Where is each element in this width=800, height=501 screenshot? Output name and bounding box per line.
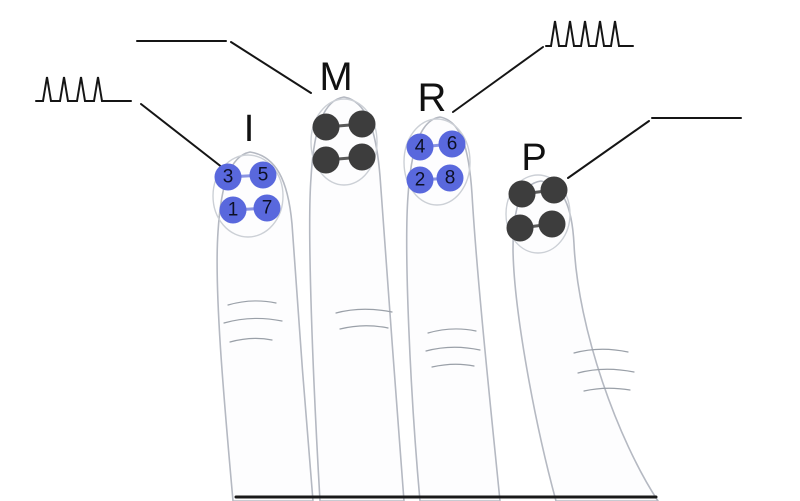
finger-pinky-pad-outline [505,174,571,254]
electrode-dark [506,214,534,242]
electrode-4-number: 4 [415,137,426,158]
trace-index [35,76,224,169]
electrode-array-middle [312,110,376,174]
finger-pinky [505,174,659,501]
finger-ring-crease [431,363,475,368]
finger-index-crease [229,337,273,343]
trace-line-pinky [567,120,650,179]
electrode-dark [348,143,376,171]
finger-index-pad-outline [212,154,284,238]
electrode-dark [312,146,340,174]
finger-index-label: I [244,108,255,150]
trace-line-middle [230,41,312,94]
finger-middle-shape [308,96,405,501]
electrode-array-ring: 4 6 2 8 [406,130,466,194]
electrode-2 [406,166,434,194]
finger-ring-pad-outline [403,118,471,206]
spike-train-icon [545,20,634,47]
finger-ring-shape [405,116,501,501]
electrode-7 [253,194,281,222]
finger-pinky-crease [583,387,631,392]
electrode-dark [538,210,566,238]
electrode-array-pinky [506,176,568,242]
electrode-dark [540,176,568,204]
electrode-array-index: 3 5 1 7 [214,161,281,224]
finger-pinky-crease [573,348,629,354]
finger-middle-crease [339,325,389,330]
electrode-3-number: 3 [223,167,234,188]
electrode-7-number: 7 [262,198,273,219]
electrode-5-number: 5 [258,165,269,186]
finger-middle [308,96,405,501]
finger-middle-crease [335,308,393,314]
trace-line-index [140,103,224,169]
spike-train-icon [35,76,132,102]
trace-pinky [567,117,742,179]
electrode-dark [508,180,536,208]
finger-ring-crease [425,346,481,352]
finger-index-shape [216,151,314,501]
electrode-5 [249,161,277,189]
finger-index-crease [223,317,283,324]
finger-pinky-label: P [521,137,546,179]
trace-middle [136,40,312,94]
electrode-6-number: 6 [447,134,458,155]
electrode-1 [219,196,247,224]
electrode-1-number: 1 [228,200,239,221]
electrode-6 [438,130,466,158]
finger-ring [403,116,501,501]
finger-ring-crease [427,328,477,334]
electrode-8-number: 8 [445,168,456,189]
finger-index-crease [227,300,277,306]
electrode-3 [214,163,242,191]
electrode-2-number: 2 [415,170,426,191]
finger-middle-pad-outline [310,98,378,186]
electrode-dark [348,110,376,138]
trace-line-ring [452,46,544,113]
finger-ring-label: R [418,76,447,120]
electrode-dark [312,113,340,141]
trace-ring [452,20,634,113]
finger-middle-label: M [319,55,352,99]
electrode-4 [406,133,434,161]
finger-index [212,151,314,501]
finger-pinky-crease [577,368,635,374]
electrode-8 [436,164,464,192]
finger-pinky-shape [512,180,659,501]
